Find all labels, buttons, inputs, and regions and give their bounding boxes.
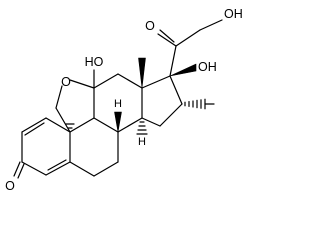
- bond-c6-c7: [93, 161, 119, 177]
- bond-c3-oxo: [13, 161, 21, 177]
- ring-c: [93, 73, 143, 133]
- bond-c9-c10: [69, 117, 95, 133]
- wedge-c8-h: [114, 111, 122, 133]
- hash-c16-methyl: [184, 98, 206, 110]
- bond-c3-oxo-double: [17, 163, 25, 179]
- bond-c1-c2-double: [24, 122, 45, 136]
- bond-c11-c12: [93, 73, 119, 89]
- bond-c12-c13: [117, 73, 143, 89]
- ring-d: [141, 75, 183, 127]
- hash-c10-h: [65, 123, 75, 129]
- bond-c1-c2: [21, 117, 47, 133]
- bond-c17-c20: [169, 45, 177, 77]
- structure-canvas: O OH OH HO O H H O: [5, 7, 243, 193]
- bond-c8-c9: [93, 117, 119, 133]
- bond-c11-o: [69, 79, 95, 89]
- bond-c14-c8: [117, 117, 143, 133]
- wedge-c17-oh: [169, 63, 197, 77]
- bond-c4-c5-double: [47, 159, 67, 171]
- bond-c20-o-double: [159, 29, 175, 43]
- bond-c13-c17: [141, 75, 171, 89]
- bond-c15-c14: [141, 117, 161, 127]
- bond-c5-c6: [69, 161, 95, 177]
- bond-c16-c15: [159, 103, 183, 127]
- bond-o-ch2: [55, 85, 63, 109]
- bond-c4-c5: [45, 161, 71, 176]
- bond-c20-c21: [175, 29, 201, 47]
- label-c3-oxygen: O: [5, 179, 15, 193]
- hash-c14-h: [136, 121, 148, 135]
- bond-c21-oh: [199, 19, 223, 31]
- label-hemiketal-hydroxyl: HO: [85, 55, 104, 69]
- steroid-structure-diagram: O OH OH HO O H H O: [5, 7, 243, 193]
- label-ketone-oxygen: O: [145, 19, 155, 33]
- ring-b: [69, 117, 119, 177]
- bond-c17-c16: [169, 75, 183, 105]
- wedge-c13-methyl: [138, 57, 146, 89]
- label-c8-hydrogen: H: [114, 98, 122, 110]
- bond-c10-c1: [45, 117, 71, 133]
- label-ether-oxygen: O: [61, 75, 71, 89]
- substituents: [65, 19, 223, 135]
- label-c14-hydrogen: H: [138, 136, 146, 148]
- label-c17-hydroxyl: OH: [198, 60, 217, 74]
- bond-c20-o: [157, 33, 177, 47]
- bond-c3-c4: [21, 161, 47, 176]
- atom-labels: O OH OH HO O H H O: [5, 7, 243, 193]
- ring-a: [13, 117, 71, 179]
- label-terminal-hydroxyl: OH: [224, 7, 243, 21]
